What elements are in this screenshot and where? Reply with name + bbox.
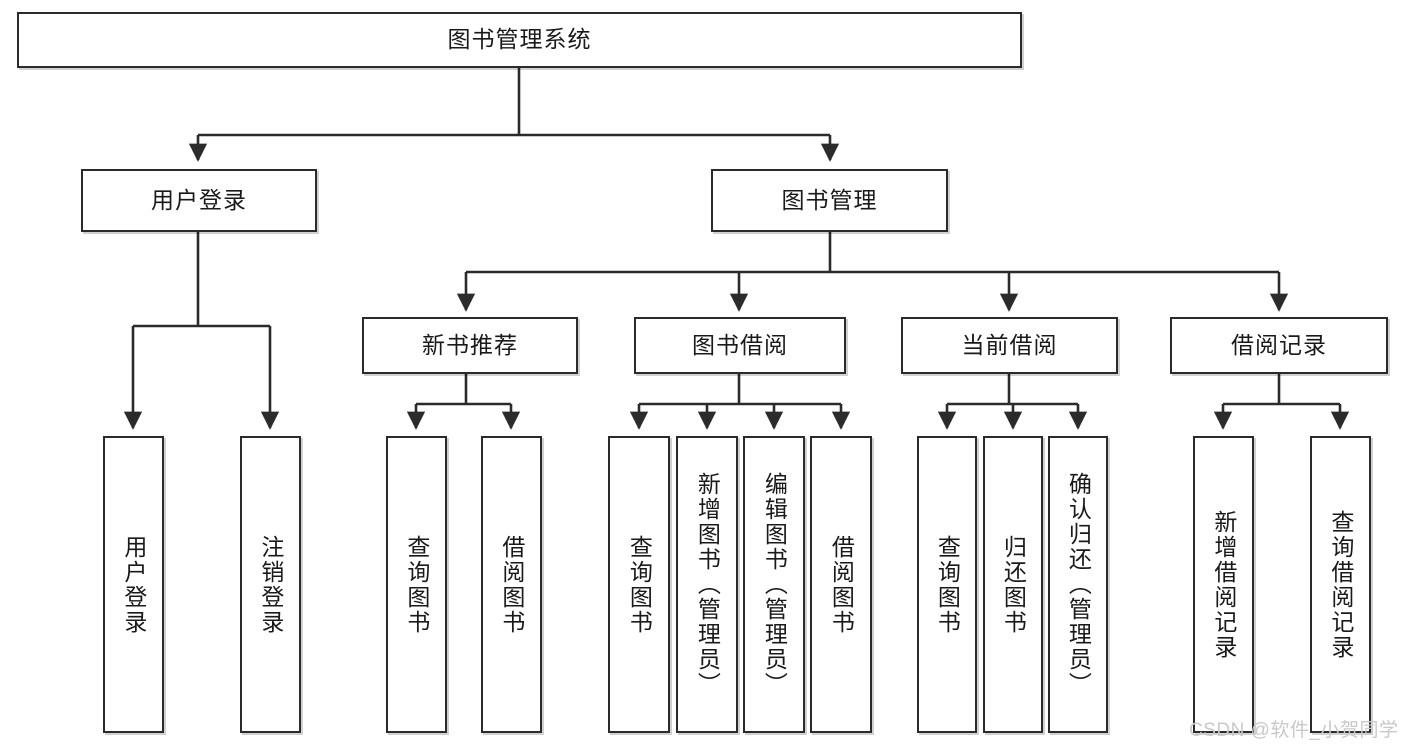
leaf-user-login-label: 用户登录	[120, 534, 147, 635]
leaf-query-book-current[interactable]: 查询图书	[917, 436, 977, 733]
node-root-label: 图书管理系统	[447, 26, 592, 53]
leaf-logout-label: 注销登录	[257, 534, 284, 635]
leaf-query-book[interactable]: 查询图书	[608, 436, 670, 733]
node-book-borrow[interactable]: 图书借阅	[634, 317, 846, 374]
leaf-return-book[interactable]: 归还图书	[983, 436, 1043, 733]
node-borrow-records[interactable]: 借阅记录	[1170, 317, 1388, 374]
node-book-borrow-label: 图书借阅	[692, 331, 788, 358]
leaf-edit-book-admin-label: 编辑图书（管理员）	[761, 472, 788, 697]
node-current-borrow[interactable]: 当前借阅	[901, 317, 1118, 374]
leaf-borrow-book-recommend-label: 借阅图书	[498, 534, 525, 635]
leaf-confirm-return-admin[interactable]: 确认归还（管理员）	[1048, 436, 1108, 733]
leaf-logout[interactable]: 注销登录	[240, 436, 301, 733]
leaf-query-book-label: 查询图书	[626, 534, 653, 635]
csdn-watermark: CSDN @软件_小贺同学	[1189, 720, 1399, 741]
leaf-return-book-label: 归还图书	[1000, 534, 1027, 635]
leaf-add-book-admin[interactable]: 新增图书（管理员）	[676, 436, 738, 733]
leaf-query-book-current-label: 查询图书	[934, 534, 961, 635]
node-current-borrow-label: 当前借阅	[961, 331, 1058, 358]
leaf-query-borrow-record[interactable]: 查询借阅记录	[1310, 436, 1371, 733]
leaf-borrow-book-label: 借阅图书	[828, 534, 855, 635]
leaf-borrow-book-recommend[interactable]: 借阅图书	[481, 436, 542, 733]
node-new-book-recommend[interactable]: 新书推荐	[362, 317, 578, 374]
node-user-login-label: 用户登录	[151, 186, 247, 213]
leaf-confirm-return-admin-label: 确认归还（管理员）	[1065, 472, 1092, 697]
leaf-edit-book-admin[interactable]: 编辑图书（管理员）	[743, 436, 805, 733]
node-new-book-recommend-label: 新书推荐	[422, 331, 518, 358]
leaf-query-borrow-record-label: 查询借阅记录	[1327, 509, 1354, 660]
leaf-borrow-book[interactable]: 借阅图书	[810, 436, 872, 733]
leaf-query-book-recommend[interactable]: 查询图书	[386, 436, 447, 733]
node-book-management-label: 图书管理	[781, 186, 878, 213]
node-root[interactable]: 图书管理系统	[17, 12, 1022, 68]
node-book-management[interactable]: 图书管理	[711, 169, 948, 232]
leaf-add-book-admin-label: 新增图书（管理员）	[694, 472, 721, 697]
node-user-login[interactable]: 用户登录	[81, 169, 317, 232]
leaf-add-borrow-record-label: 新增借阅记录	[1210, 509, 1237, 660]
leaf-user-login[interactable]: 用户登录	[103, 436, 164, 733]
leaf-add-borrow-record[interactable]: 新增借阅记录	[1193, 436, 1254, 733]
node-borrow-records-label: 借阅记录	[1231, 331, 1327, 358]
leaf-query-book-recommend-label: 查询图书	[403, 534, 430, 635]
